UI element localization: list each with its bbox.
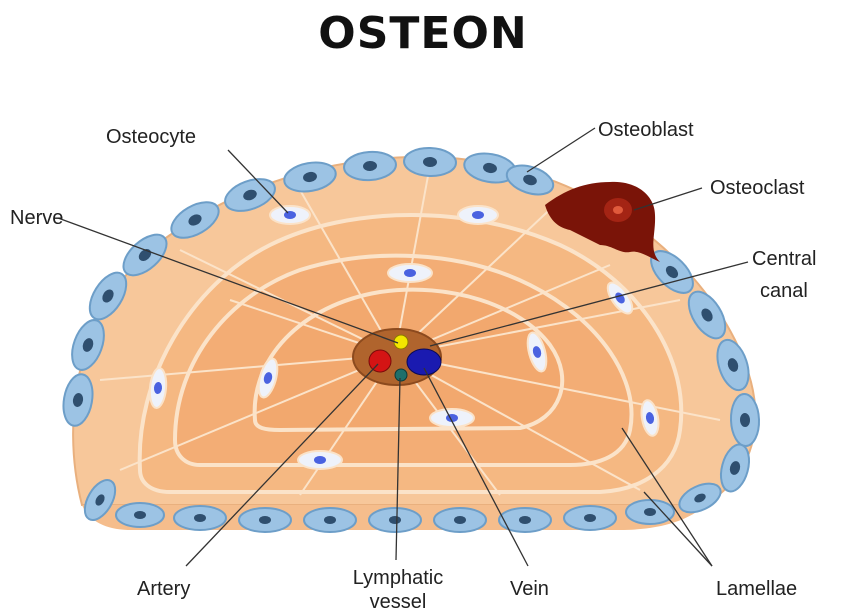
central-canal-label-line1: Central <box>752 247 816 271</box>
osteoblast-leader <box>527 128 595 172</box>
nerve-label: Nerve <box>10 206 63 230</box>
vein-label: Vein <box>510 577 549 601</box>
lymphatic-label-line2: vessel <box>336 590 460 614</box>
artery-dot <box>369 350 391 372</box>
lymph-dot <box>395 369 407 381</box>
osteocyte-label: Osteocyte <box>106 125 196 149</box>
central-canal-label-line2: canal <box>760 279 808 303</box>
vein-dot <box>407 349 441 375</box>
artery-label: Artery <box>137 577 190 601</box>
lamellae-label: Lamellae <box>716 577 797 601</box>
osteoblast-label: Osteoblast <box>598 118 694 142</box>
osteoclast-label: Osteoclast <box>710 176 804 200</box>
lymphatic-label-line1: Lymphatic <box>336 566 460 590</box>
